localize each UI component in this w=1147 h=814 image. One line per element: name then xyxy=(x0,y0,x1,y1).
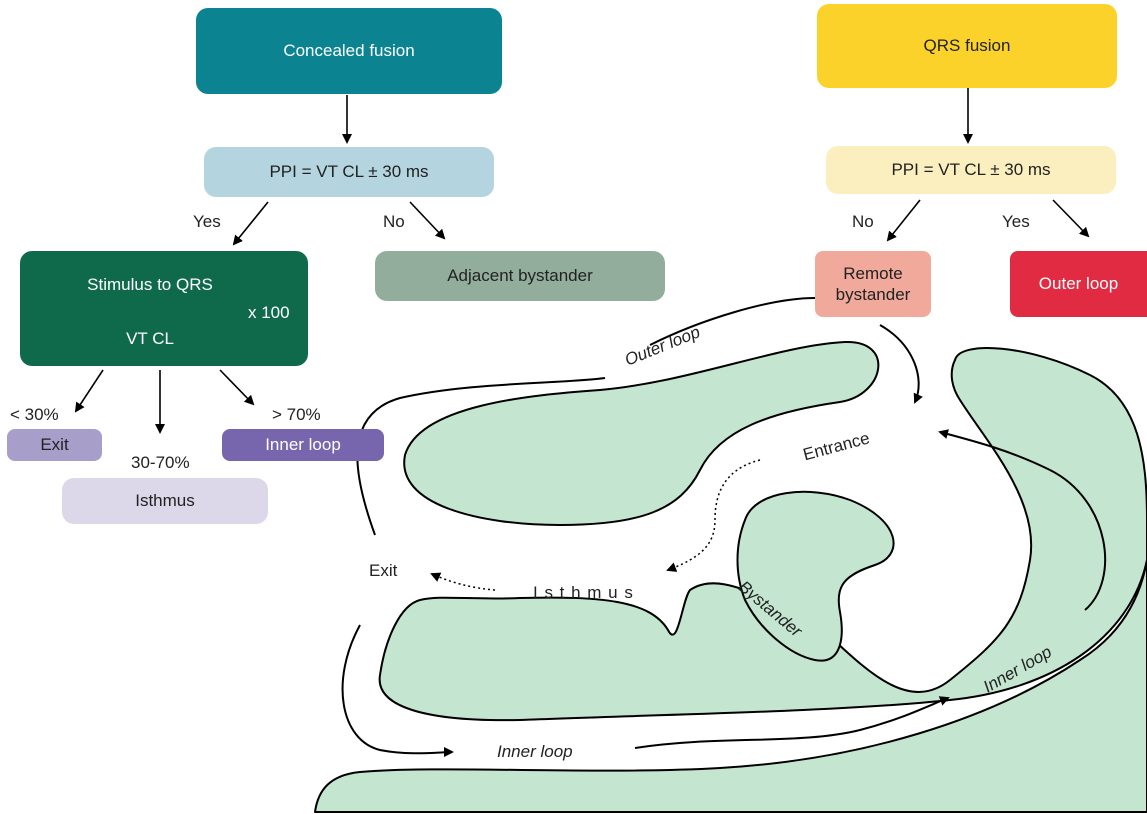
yes-label-left: Yes xyxy=(193,212,221,231)
outer-loop-path xyxy=(356,377,606,536)
inner-loop-right-path xyxy=(938,429,1107,611)
stimulus-numerator: Stimulus to QRS xyxy=(87,275,213,294)
stimulus-ratio-box: Stimulus to QRS VT CL x 100 xyxy=(20,251,308,366)
lt30-label: < 30% xyxy=(10,405,59,424)
isthmus-to-exit-dotted xyxy=(430,572,496,591)
qrs-fusion-label: QRS fusion xyxy=(923,36,1011,55)
dotted-paths xyxy=(430,459,761,591)
isthmus-circuit-label: I s t h m u s xyxy=(533,583,634,602)
upper-scar-island xyxy=(403,340,880,526)
remote-bystander-line1: Remote xyxy=(843,264,903,283)
exit-circuit-label: Exit xyxy=(369,561,398,580)
remote-bystander-box: Remote bystander xyxy=(815,251,931,317)
ppi-criterion-right-label: PPI = VT CL ± 30 ms xyxy=(891,160,1051,179)
circuit-pathways xyxy=(341,297,1107,758)
no-label-right: No xyxy=(852,212,874,231)
exit-box-label: Exit xyxy=(40,435,69,454)
isthmus-box-label: Isthmus xyxy=(135,491,195,510)
bottom-scar-strip xyxy=(314,559,1147,813)
concealed-fusion-box: Concealed fusion xyxy=(196,8,502,94)
right-tree-arrows xyxy=(886,88,1090,242)
qrs-fusion-box: QRS fusion xyxy=(817,4,1117,88)
outer-loop-box-label: Outer loop xyxy=(1038,274,1119,293)
remote-bystander-line2: bystander xyxy=(835,285,911,304)
concealed-fusion-label: Concealed fusion xyxy=(283,41,415,60)
ppi-criterion-left-label: PPI = VT CL ± 30 ms xyxy=(269,162,429,181)
isthmus-box: Isthmus xyxy=(62,478,268,524)
inner-loop-bottom-label: Inner loop xyxy=(497,742,573,761)
no-label-left: No xyxy=(383,212,405,231)
entrance-to-isthmus-dotted xyxy=(666,459,761,572)
exit-box: Exit xyxy=(7,429,102,461)
ppi-criterion-left-box: PPI = VT CL ± 30 ms xyxy=(204,147,494,197)
scar-regions xyxy=(314,340,1147,813)
inner-loop-box-label: Inner loop xyxy=(265,435,341,454)
yes-label-right: Yes xyxy=(1002,212,1030,231)
lower-scar-region xyxy=(378,347,1147,722)
remote-entry-arrow xyxy=(879,324,923,404)
remote-to-circuit-path xyxy=(649,297,816,346)
gt70-label: > 70% xyxy=(272,405,321,424)
stimulus-multiplier: x 100 xyxy=(248,303,290,322)
inner-loop-bottom-path xyxy=(634,696,950,749)
stimulus-denominator: VT CL xyxy=(126,329,174,348)
ppi-criterion-right-box: PPI = VT CL ± 30 ms xyxy=(826,146,1116,194)
left-tree-arrows xyxy=(74,95,446,434)
exit-to-inner-path xyxy=(341,624,454,758)
adjacent-bystander-box: Adjacent bystander xyxy=(375,251,665,301)
mid-range-label: 30-70% xyxy=(131,453,190,472)
adjacent-bystander-label: Adjacent bystander xyxy=(447,266,593,285)
inner-loop-box: Inner loop xyxy=(222,429,384,461)
outer-loop-box: Outer loop xyxy=(1010,251,1147,317)
bystander-peninsula xyxy=(736,490,895,662)
